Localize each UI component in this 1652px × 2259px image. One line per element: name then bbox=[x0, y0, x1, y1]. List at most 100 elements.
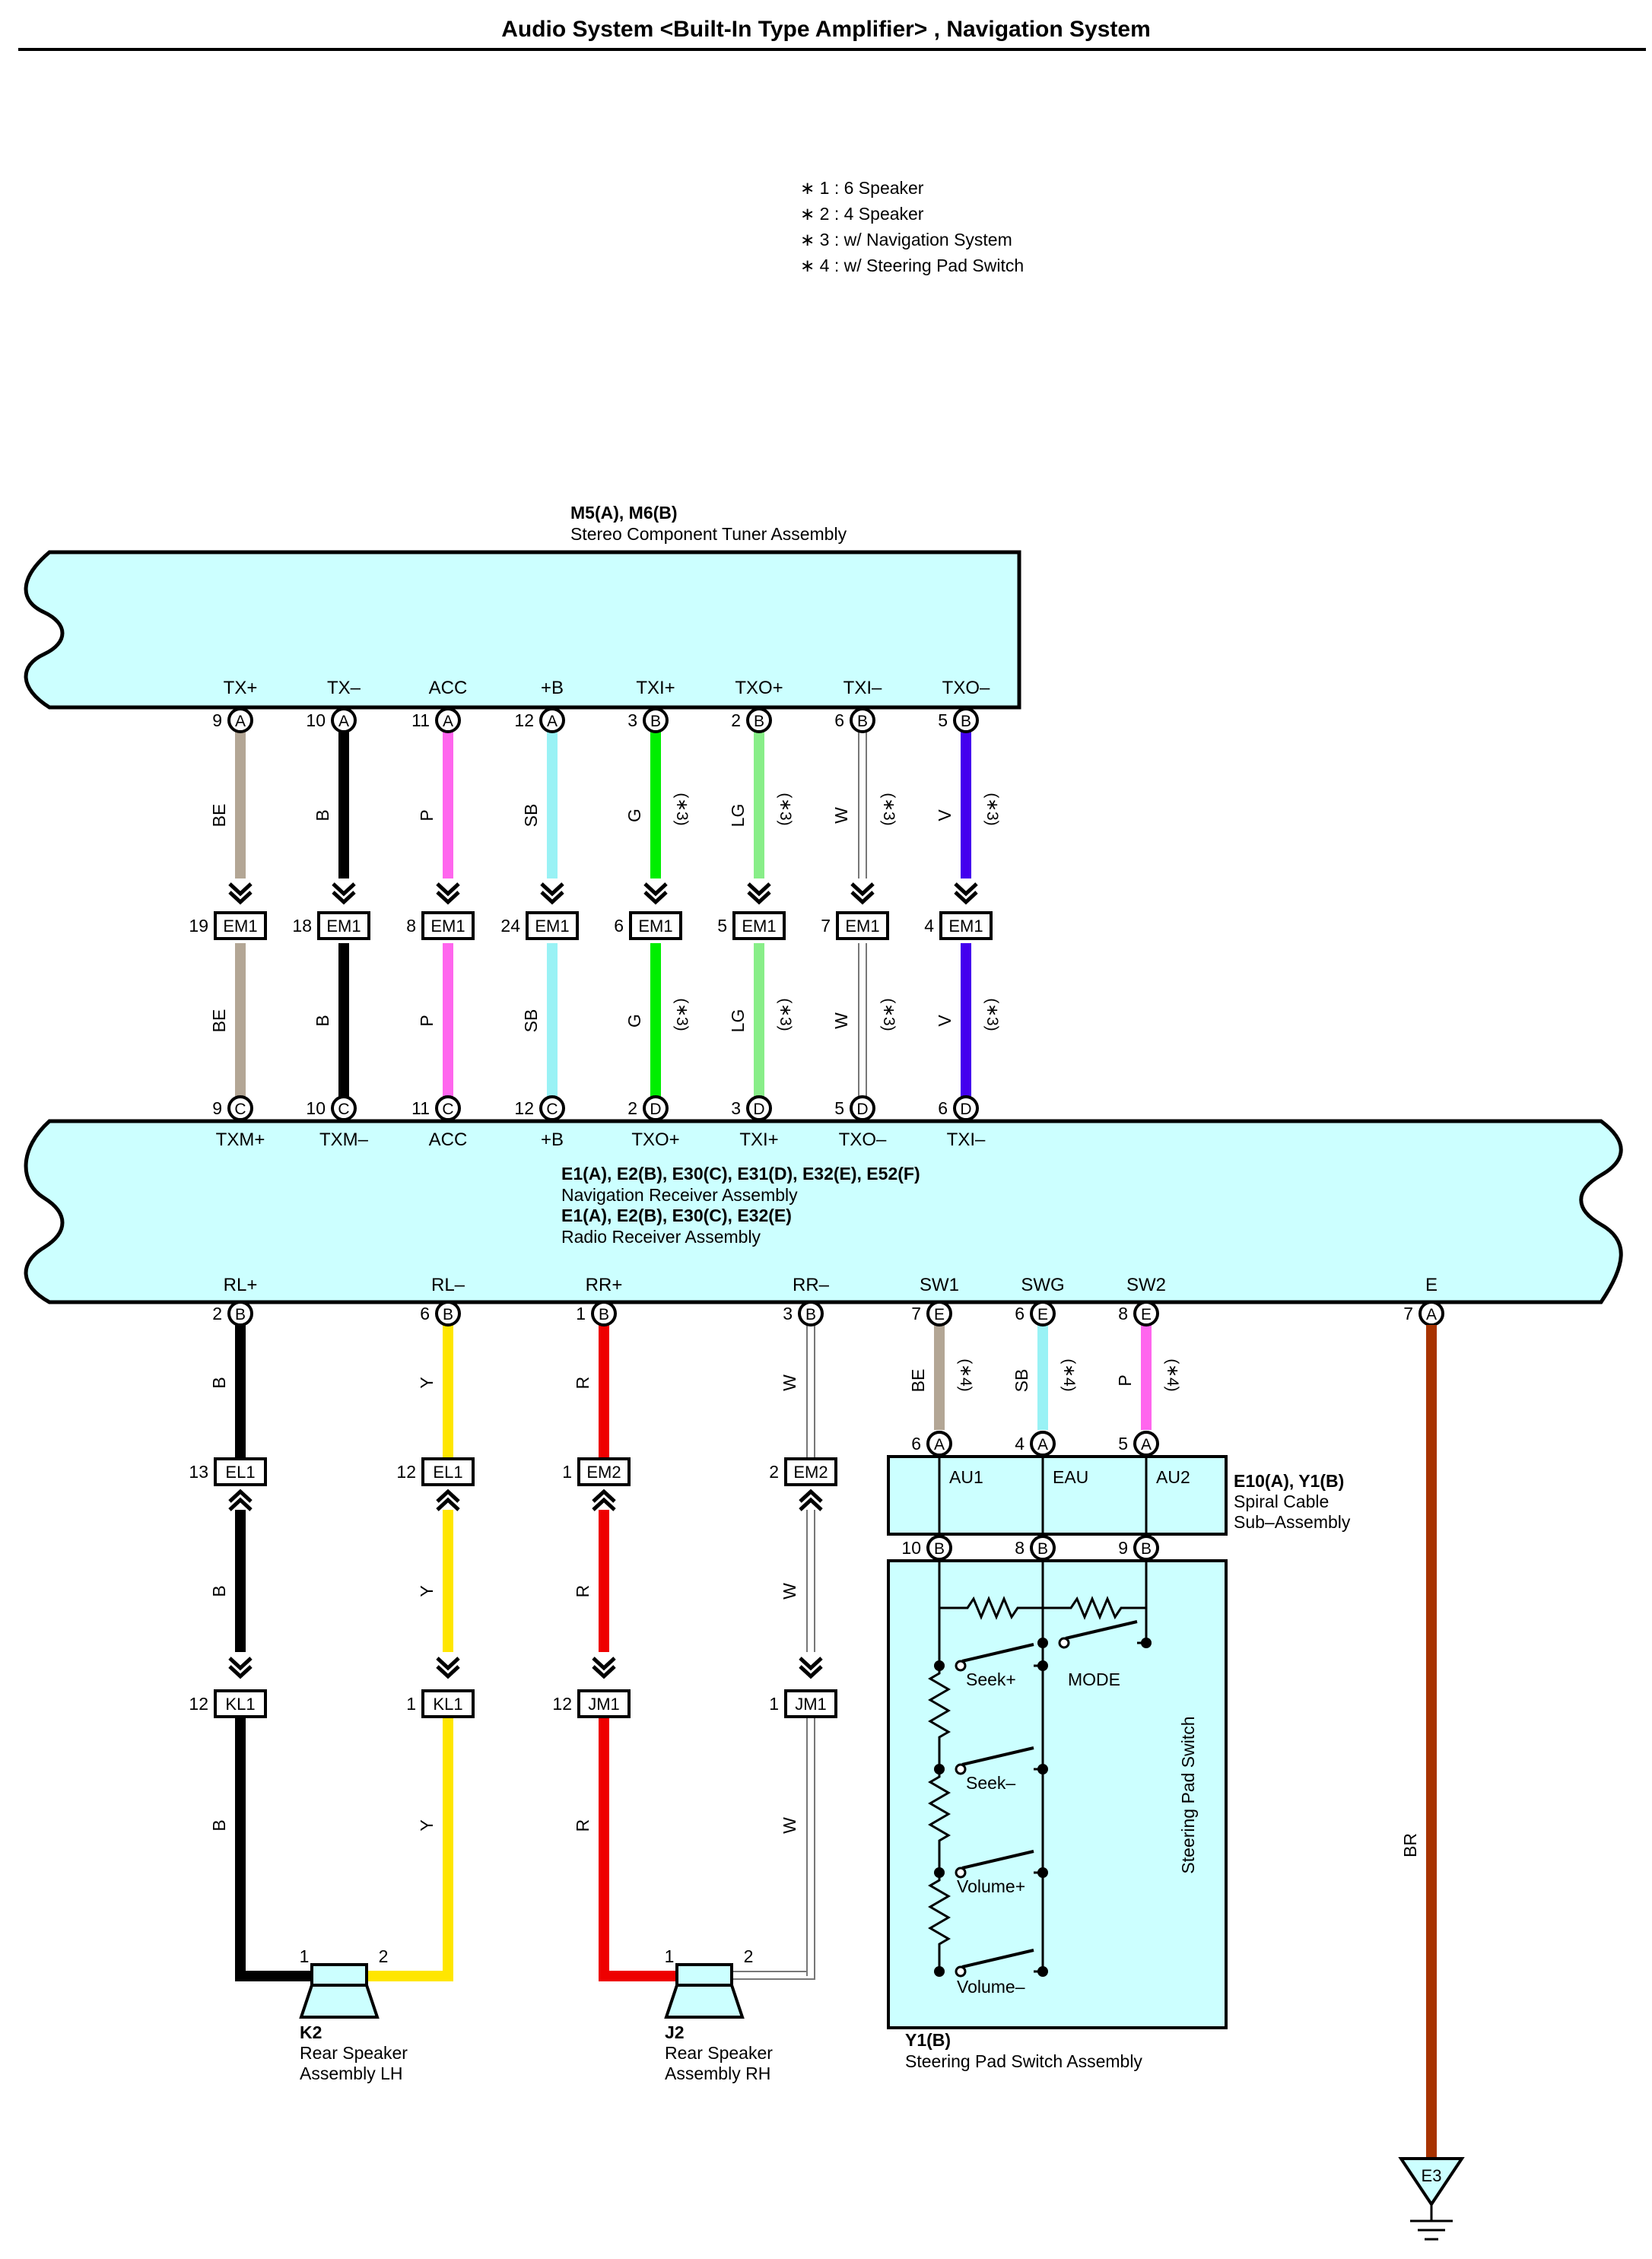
tuner-pin-label: TXI+ bbox=[636, 678, 675, 698]
wire-arrow bbox=[850, 882, 875, 897]
junction-connector bbox=[784, 1689, 837, 1718]
speaker-pin-number: 1 bbox=[665, 1946, 675, 1966]
speaker-name: Assembly LH bbox=[300, 2064, 402, 2083]
spiral-pin-label: AU2 bbox=[1156, 1467, 1190, 1487]
connector-letter: A bbox=[443, 713, 453, 730]
switch-node bbox=[1141, 1638, 1152, 1648]
wire-color-code: B bbox=[313, 1015, 332, 1026]
wire-arrow bbox=[436, 1665, 460, 1679]
receiver-bottom-pin bbox=[798, 1301, 824, 1326]
connector-letter: B bbox=[857, 713, 868, 730]
wire-arrow bbox=[540, 891, 564, 905]
switch-blade bbox=[961, 1746, 1034, 1766]
switch-contact bbox=[1058, 1637, 1070, 1649]
wire-arrow bbox=[228, 1665, 253, 1679]
wire-color-code: Y bbox=[417, 1819, 437, 1831]
connector-letter: E bbox=[1141, 1306, 1152, 1323]
wire-color-code: V bbox=[935, 809, 955, 821]
connector-letter: A bbox=[1426, 1306, 1437, 1323]
wire-arrow bbox=[592, 1665, 616, 1679]
wire-color-code: G bbox=[624, 809, 644, 822]
steering-name: Steering Pad Switch Assembly bbox=[905, 2051, 1142, 2071]
wire-arrow bbox=[436, 1489, 460, 1503]
tuner-pin bbox=[331, 707, 357, 733]
pin-number: 11 bbox=[411, 1098, 430, 1118]
wire-arrow bbox=[228, 882, 253, 897]
tuner-pin-label: +B bbox=[541, 678, 564, 698]
receiver-top-pin bbox=[539, 1095, 565, 1121]
wire-color-code: B bbox=[209, 1585, 229, 1597]
tuner-name: Stereo Component Tuner Assembly bbox=[570, 524, 847, 544]
junction-label: EL1 bbox=[225, 1463, 255, 1482]
connector-letter: B bbox=[1141, 1540, 1152, 1558]
speaker-pin-number: 2 bbox=[744, 1946, 754, 1966]
pin-number: 2 bbox=[212, 1304, 222, 1323]
switch-node bbox=[934, 1867, 945, 1878]
wire-note: (∗3) bbox=[880, 793, 897, 825]
connector-letter: B bbox=[599, 1306, 609, 1323]
junction-label: EM2 bbox=[586, 1463, 621, 1482]
junction-pin-number: 13 bbox=[189, 1462, 208, 1482]
speaker-wire bbox=[732, 1976, 815, 1980]
switch-node bbox=[1037, 1867, 1048, 1878]
tuner-pin-label: TX+ bbox=[224, 678, 258, 698]
receiver-top-pin bbox=[643, 1095, 669, 1121]
spiral-name: Sub–Assembly bbox=[1234, 1512, 1351, 1532]
spiral-pin-label: EAU bbox=[1053, 1467, 1088, 1487]
junction-connector bbox=[526, 911, 579, 940]
receiver-codes: E1(A), E2(B), E30(C), E32(E) bbox=[561, 1206, 792, 1225]
wire-arrow bbox=[228, 1497, 253, 1511]
receiver-bottom-pin bbox=[591, 1301, 617, 1326]
circuit-line bbox=[939, 1596, 1043, 1620]
wire-arrow bbox=[643, 882, 668, 897]
junction-connector bbox=[939, 911, 993, 940]
tuner-pin bbox=[643, 707, 669, 733]
wire-note: (∗3) bbox=[983, 998, 1001, 1031]
junction-connector bbox=[421, 1457, 475, 1486]
wire-arrow bbox=[436, 1657, 460, 1671]
wire-note: (∗3) bbox=[673, 793, 691, 825]
wire-color-code: Y bbox=[417, 1377, 437, 1388]
receiver-pin-label: TXO– bbox=[839, 1130, 887, 1150]
speaker-pin-number: 2 bbox=[379, 1946, 389, 1966]
connector-letter: B bbox=[443, 1306, 453, 1323]
wire-arrow bbox=[747, 882, 771, 897]
wire-arrow bbox=[954, 882, 978, 897]
wire-arrow bbox=[643, 891, 668, 905]
wire-color-code: R bbox=[573, 1585, 592, 1598]
connector-letter: A bbox=[1037, 1436, 1048, 1454]
switch-blade bbox=[961, 1949, 1034, 1968]
circuit-line bbox=[1043, 1596, 1146, 1620]
wire-arrow bbox=[592, 1657, 616, 1671]
junction-connector bbox=[836, 911, 889, 940]
junction-label: EM1 bbox=[638, 917, 672, 936]
junction-label: EM1 bbox=[948, 917, 983, 936]
connector-letter: C bbox=[338, 1101, 349, 1118]
circuit-line bbox=[928, 1666, 951, 1745]
junction-pin-number: 12 bbox=[552, 1694, 572, 1714]
connector-letter: C bbox=[234, 1101, 246, 1118]
wire-arrow bbox=[592, 1489, 616, 1503]
speaker-name: Rear Speaker bbox=[300, 2043, 408, 2063]
wire-arrow bbox=[592, 1497, 616, 1511]
pin-number: 12 bbox=[514, 1098, 534, 1118]
connector-letter: A bbox=[235, 713, 246, 730]
junction-connector bbox=[784, 1457, 837, 1486]
switch-blade bbox=[961, 1643, 1034, 1663]
speaker-icon bbox=[675, 1963, 733, 1987]
wire-note: (∗3) bbox=[777, 998, 794, 1031]
tuner-pin-label: ACC bbox=[429, 678, 468, 698]
pin-number: 7 bbox=[1403, 1304, 1413, 1323]
wire-color-code: SB bbox=[1012, 1369, 1031, 1393]
junction-label: EM1 bbox=[845, 917, 879, 936]
junction-label: EM2 bbox=[793, 1463, 828, 1482]
tuner-pin-label: TXO– bbox=[942, 678, 990, 698]
option-note: ∗ 3 : w/ Navigation System bbox=[800, 230, 1012, 249]
junction-pin-number: 12 bbox=[189, 1694, 208, 1714]
spiral-top-pin bbox=[1030, 1431, 1056, 1457]
wire-arrow bbox=[799, 1665, 823, 1679]
receiver-bottom-pin bbox=[1133, 1301, 1159, 1326]
receiver-pin-label: SW2 bbox=[1126, 1275, 1166, 1295]
junction-pin-number: 18 bbox=[292, 916, 312, 936]
